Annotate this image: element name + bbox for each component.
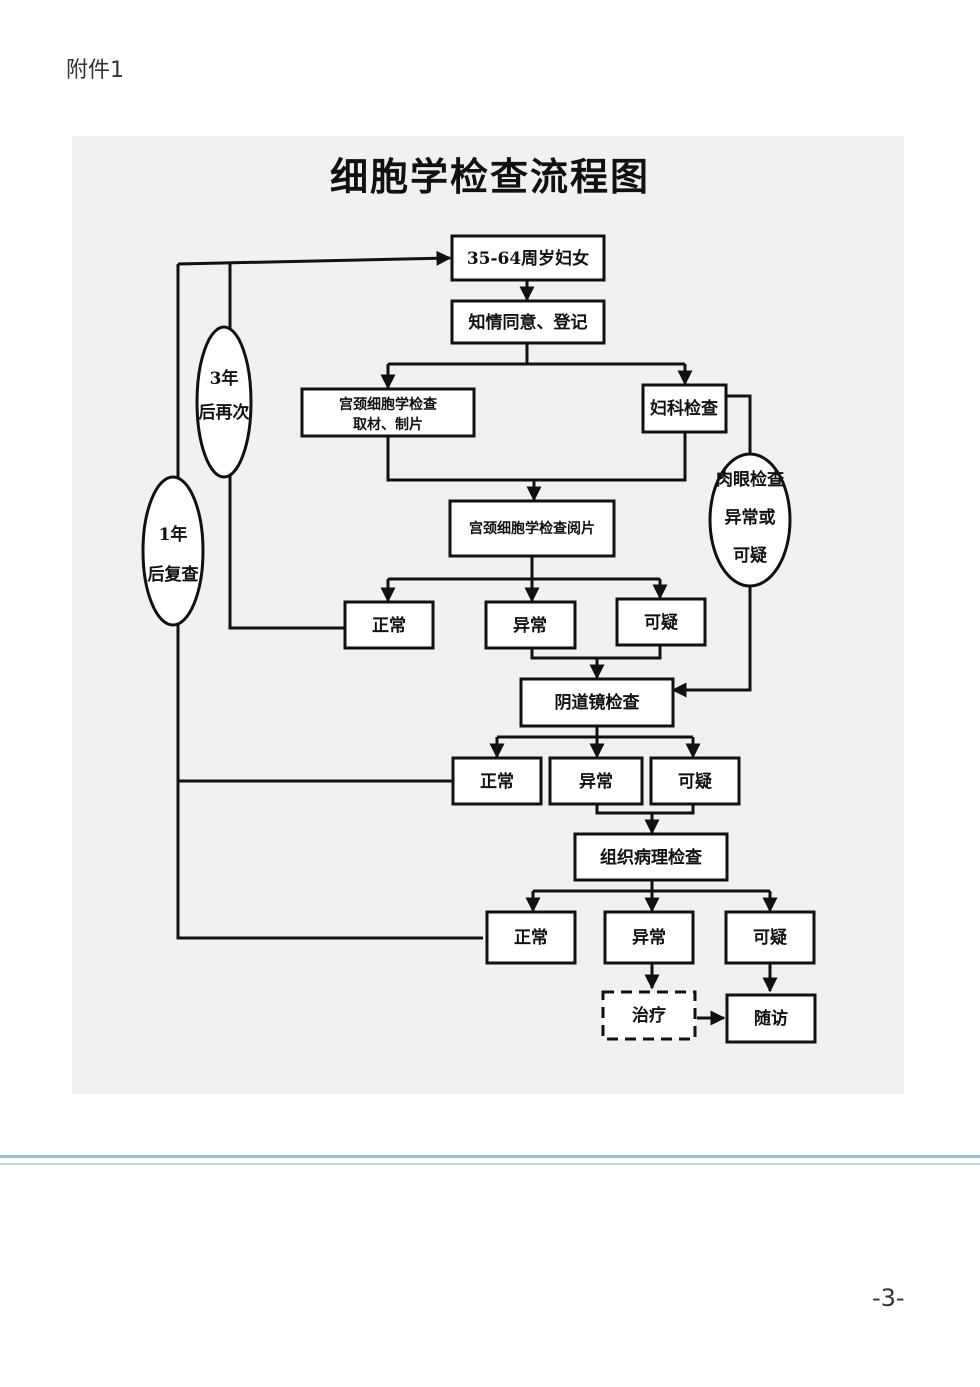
- merge-to-reading: [386, 433, 687, 500]
- three-year-text-1: 3年: [210, 368, 239, 389]
- node-histo-normal: 正常: [485, 910, 577, 965]
- loop-ellipse-three-year: 3年 后再次: [195, 325, 253, 479]
- node-consent: 知情同意、登记: [450, 299, 606, 345]
- svg-text:宫颈细胞学检查阅片: 宫颈细胞学检查阅片: [469, 520, 595, 537]
- loop-ellipse-visual: 肉眼检查 异常或 可疑: [708, 452, 792, 588]
- node-cyto-reading: 宫颈细胞学检查阅片: [448, 499, 616, 558]
- loop-ellipse-one-year: 1年 后复查: [141, 475, 205, 627]
- merge-to-histology: [595, 804, 695, 833]
- svg-text:可疑: 可疑: [644, 613, 678, 633]
- svg-text:宫颈细胞学检查: 宫颈细胞学检查: [339, 396, 438, 413]
- svg-text:35-64周岁妇女: 35-64周岁妇女: [467, 248, 589, 269]
- svg-text:治疗: 治疗: [632, 1005, 666, 1026]
- node-histology: 组织病理检查: [573, 832, 729, 882]
- node-colpo-normal: 正常: [451, 756, 543, 806]
- one-year-text-1: 1年: [159, 524, 188, 545]
- reading-split: [388, 556, 660, 581]
- node-cyto-normal: 正常: [343, 600, 435, 650]
- footer-rule: [0, 1155, 980, 1158]
- svg-text:正常: 正常: [480, 771, 514, 792]
- node-cyto-abnormal: 异常: [484, 600, 577, 650]
- histology-split: [533, 880, 770, 893]
- svg-text:随访: 随访: [754, 1008, 788, 1029]
- visual-text-1: 肉眼检查: [716, 469, 785, 490]
- node-women: 35-64周岁妇女: [450, 234, 606, 282]
- colposcopy-split: [497, 726, 693, 739]
- svg-text:组织病理检查: 组织病理检查: [600, 847, 703, 868]
- node-treatment: 治疗: [601, 990, 697, 1041]
- svg-text:知情同意、登记: 知情同意、登记: [468, 312, 588, 333]
- node-cyto-sampling: 宫颈细胞学检查 取材、制片: [300, 387, 476, 438]
- node-gyn-exam: 妇科检查: [641, 383, 728, 434]
- svg-text:取材、制片: 取材、制片: [353, 416, 423, 433]
- merge-to-colposcopy: [530, 645, 662, 678]
- attachment-label: 附件1: [66, 58, 124, 83]
- page-number: -3-: [872, 1284, 905, 1312]
- node-colpo-suspicious: 可疑: [649, 756, 741, 806]
- footer-rule-thin: [0, 1163, 980, 1165]
- node-histo-suspicious: 可疑: [724, 910, 816, 965]
- arrow-consent-split: [388, 343, 685, 366]
- svg-text:异常: 异常: [513, 615, 547, 636]
- loop-return-arrow: [177, 250, 452, 266]
- node-colpo-abnormal: 异常: [548, 756, 644, 806]
- three-year-text-2: 后再次: [199, 402, 250, 423]
- node-histo-abnormal: 异常: [603, 910, 695, 965]
- svg-text:可疑: 可疑: [678, 772, 712, 792]
- svg-text:阴道镜检查: 阴道镜检查: [555, 692, 641, 713]
- svg-text:正常: 正常: [372, 615, 406, 636]
- svg-text:异常: 异常: [579, 771, 613, 792]
- node-colposcopy: 阴道镜检查: [519, 677, 675, 728]
- diagram-title: 细胞学检查流程图: [329, 154, 650, 199]
- visual-text-3: 可疑: [733, 546, 767, 566]
- svg-text:异常: 异常: [632, 927, 666, 948]
- svg-text:妇科检查: 妇科检查: [649, 398, 719, 419]
- visual-text-2: 异常或: [725, 507, 776, 528]
- node-cyto-suspicious: 可疑: [615, 597, 707, 647]
- node-follow-up: 随访: [725, 993, 817, 1044]
- svg-text:可疑: 可疑: [753, 928, 787, 948]
- one-year-text-2: 后复查: [148, 564, 200, 585]
- svg-text:正常: 正常: [514, 927, 548, 948]
